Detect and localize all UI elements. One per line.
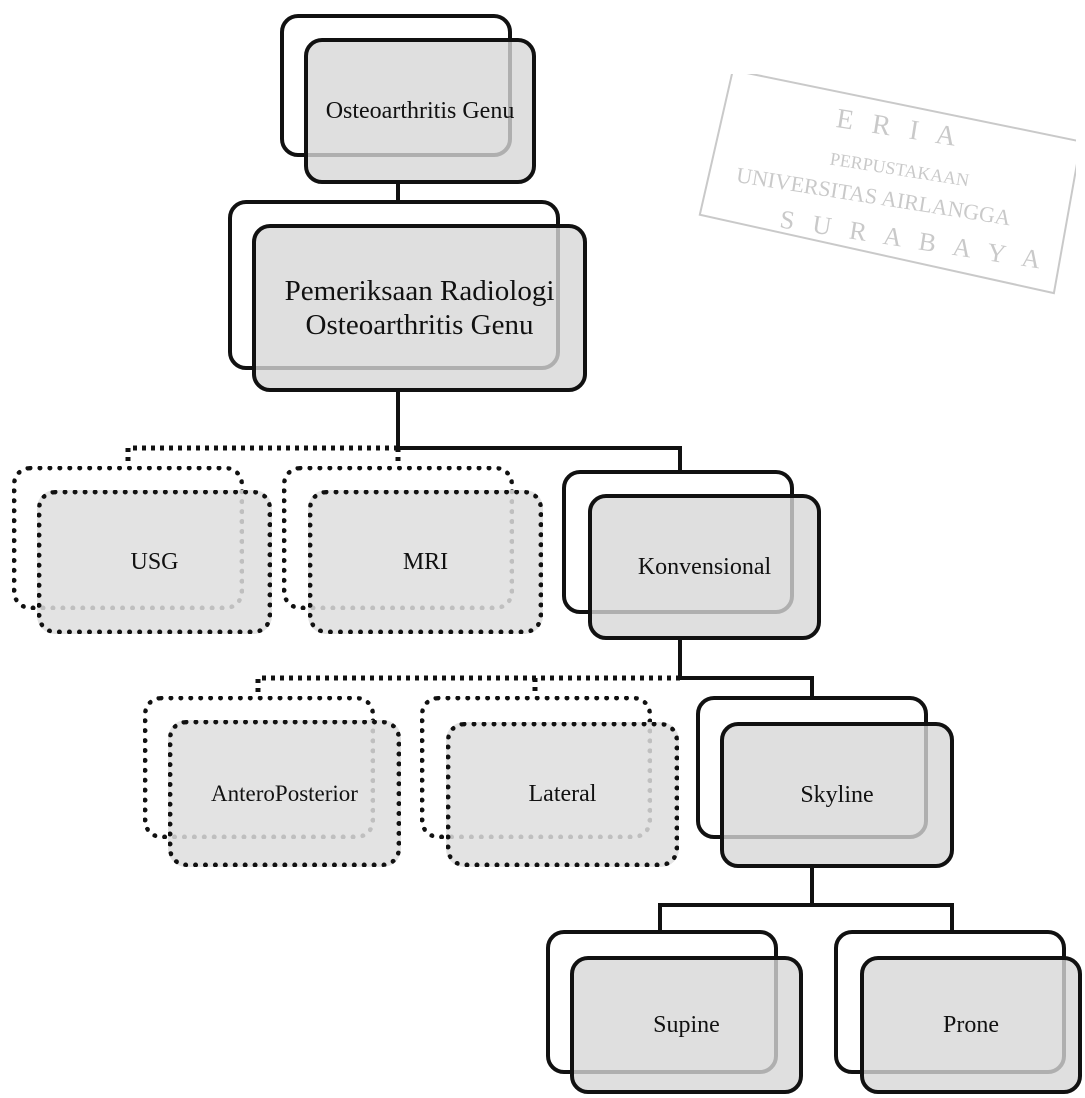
library-stamp-icon: E R I A PERPUSTAKAAN UNIVERSITAS AIRLANG… (698, 74, 1076, 295)
node-box: Lateral (446, 722, 679, 867)
node-box: USG (37, 490, 272, 634)
node-label-prone: Prone (943, 1011, 999, 1038)
edge-konvensional-anteroposterior (255, 675, 680, 696)
node-box: Pemeriksaan Radiologi Osteoarthritis Gen… (252, 224, 587, 392)
edge-skyline-supine (658, 903, 812, 930)
edge-radiologi-usg (125, 445, 398, 466)
node-label-konvensional: Konvensional (637, 553, 772, 580)
node-label-anteroposterior: AnteroPosterior (211, 780, 358, 806)
node-box: Skyline (720, 722, 954, 868)
edge-radiologi-konvensional (396, 392, 682, 470)
node-label-mri: MRI (402, 548, 449, 575)
node-label-skyline: Skyline (800, 781, 874, 808)
node-label-osteoarthritis-genu: Osteoarthritis Genu (325, 97, 515, 124)
node-box: Osteoarthritis Genu (304, 38, 536, 184)
node-label-lateral: Lateral (528, 781, 597, 808)
node-box: Konvensional (588, 494, 821, 640)
node-box: Prone (860, 956, 1082, 1094)
node-label-pemeriksaan-radiologi: Pemeriksaan Radiologi Osteoarthritis Gen… (284, 274, 555, 341)
node-label-usg: USG (130, 548, 179, 575)
node-box: MRI (308, 490, 543, 634)
stamp-line-1: E R I A (834, 103, 964, 153)
edge-skyline-prone (812, 903, 954, 930)
node-label-supine: Supine (653, 1011, 720, 1038)
node-box: Supine (570, 956, 803, 1094)
node-box: AnteroPosterior (168, 720, 401, 867)
edge-konvensional-skyline (678, 640, 814, 696)
